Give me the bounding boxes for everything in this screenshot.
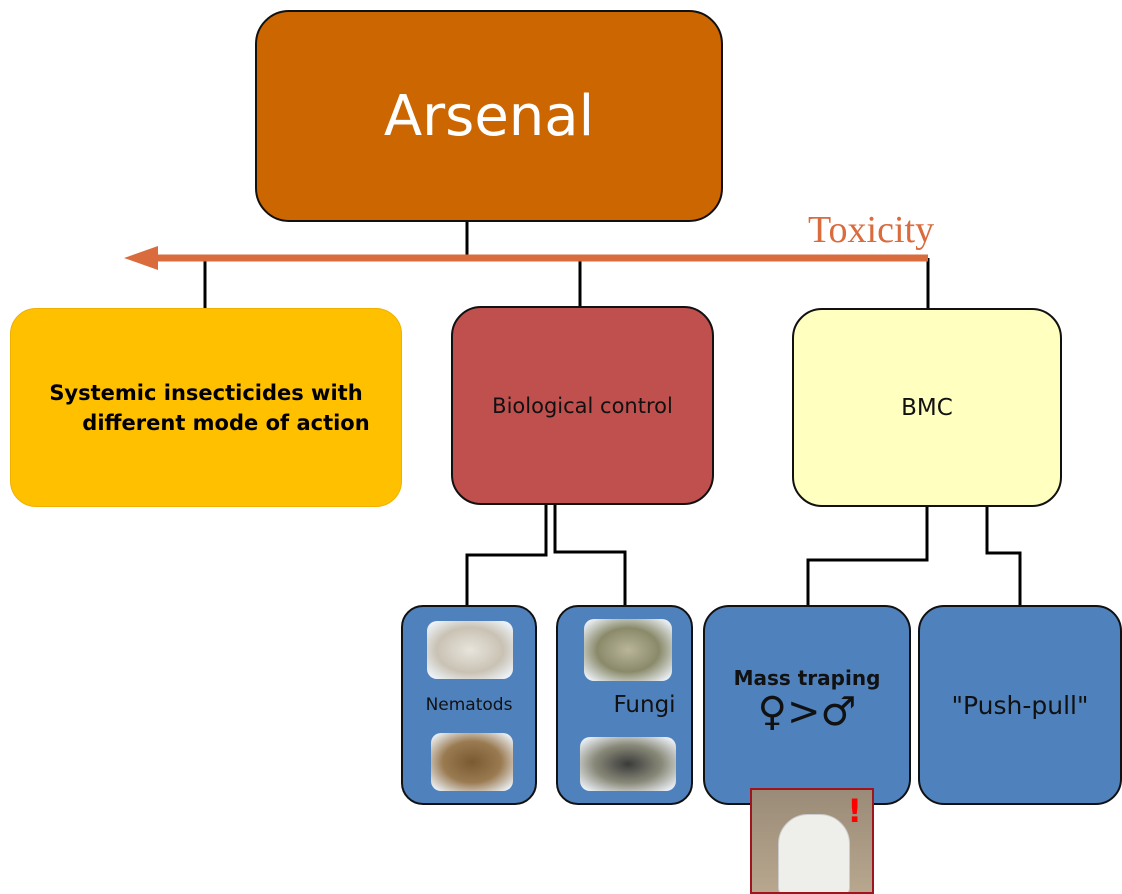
systemic-label-line2: different mode of action [82,410,370,435]
fungi-box: Fungi [556,605,693,805]
mass-trapping-box: Mass traping ♀>♂ [703,605,911,805]
biological-control-box: Biological control [451,306,714,505]
nematode-photo-bottom [431,733,513,791]
nematods-label: Nematods [425,695,513,715]
trap-bucket-icon [778,814,850,892]
systemic-insecticides-box: Systemic insecticides with different mod… [10,308,402,507]
push-pull-label: "Push-pull" [951,690,1089,720]
mass-trapping-label: Mass traping [733,666,881,690]
push-pull-box: "Push-pull" [918,605,1122,805]
exclamation-icon: ! [847,792,862,830]
bmc-label: BMC [901,394,953,421]
fungi-photo-top [584,619,672,681]
bmc-box: BMC [792,308,1062,507]
nematode-photo-top [427,621,513,679]
toxicity-arrow [124,246,928,270]
biological-control-label: Biological control [492,393,673,418]
nematods-box: Nematods [401,605,537,805]
trap-photo: ! [750,788,874,894]
toxicity-label: Toxicity [808,209,935,251]
fungi-label: Fungi [613,692,676,718]
female-greater-than-male-symbol: ♀>♂ [757,689,857,735]
arsenal-box: Arsenal [255,10,723,222]
systemic-label-line1: Systemic insecticides with [49,380,363,405]
fungi-photo-bottom [580,737,676,791]
arsenal-label: Arsenal [383,83,595,149]
